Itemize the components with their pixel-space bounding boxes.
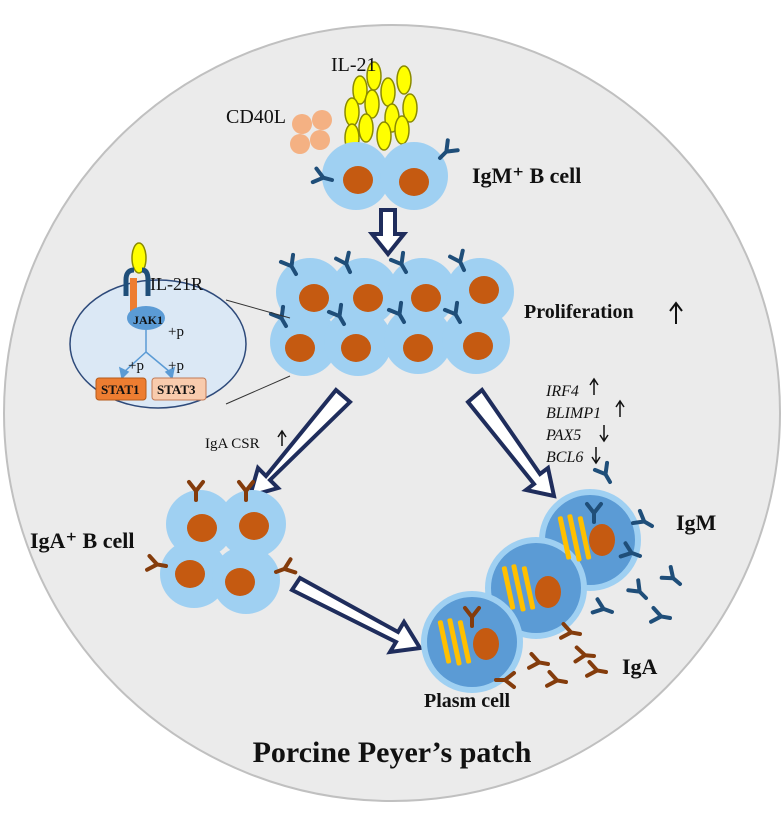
iga-csr-label: IgA CSR [205,436,260,452]
iga-b-cells [145,480,298,614]
jak1-node [127,306,165,330]
igm-b-cells-top [310,140,458,210]
igm-label: IgM [676,510,717,535]
arrow-plasma-differentiation [465,387,557,499]
pax5-down-arrow-icon [599,425,609,443]
callout-line-top [225,299,291,319]
il21r-receptor [123,242,151,312]
diagram-title: Porcine Peyer’s patch [253,736,532,769]
gene-blimp1: BLIMP1 [546,405,601,422]
il21-label: IL-21 [331,54,377,76]
stat3-label: STAT3 [157,382,196,397]
il21r-label: IL-21R [150,274,203,294]
gene-bcl6: BCL6 [546,449,583,466]
phospho-label-1: +p [168,324,184,340]
plasma-cell-label: Plasm cell [424,690,511,712]
gene-irf4: IRF4 [545,383,579,400]
proliferating-cells [268,248,514,376]
iga-b-cell-label: IgA⁺ B cell [30,528,135,553]
irf4-up-arrow-icon [589,377,599,395]
signaling-arrows [118,330,176,380]
peyers-patch-background [3,24,781,802]
il21r-signaling-inset [69,279,247,409]
cd40l-label: CD40L [226,106,286,128]
iga-label: IgA [622,654,658,679]
arrow-down-proliferation [367,208,409,258]
stat3-box [151,377,207,401]
proliferation-label: Proliferation [524,301,634,323]
arrow-iga-to-plasma [289,575,424,655]
igm-b-cell-label: IgM⁺ B cell [472,163,581,188]
blimp1-up-arrow-icon [615,399,625,417]
bcl6-down-arrow-icon [591,447,601,465]
plasma-cells [421,489,641,693]
stat1-label: STAT1 [101,382,140,397]
phospho-label-3: +p [168,358,184,374]
arrow-iga-csr [247,387,353,499]
phospho-label-2: +p [128,358,144,374]
stat1-box [95,377,147,401]
callout-line-bottom [225,375,291,405]
jak1-label: JAK1 [133,313,163,327]
cd40l-molecules [290,110,332,154]
gene-pax5: PAX5 [545,427,581,444]
proliferation-up-arrow-icon [669,301,683,324]
iga-csr-up-arrow-icon [277,429,287,446]
